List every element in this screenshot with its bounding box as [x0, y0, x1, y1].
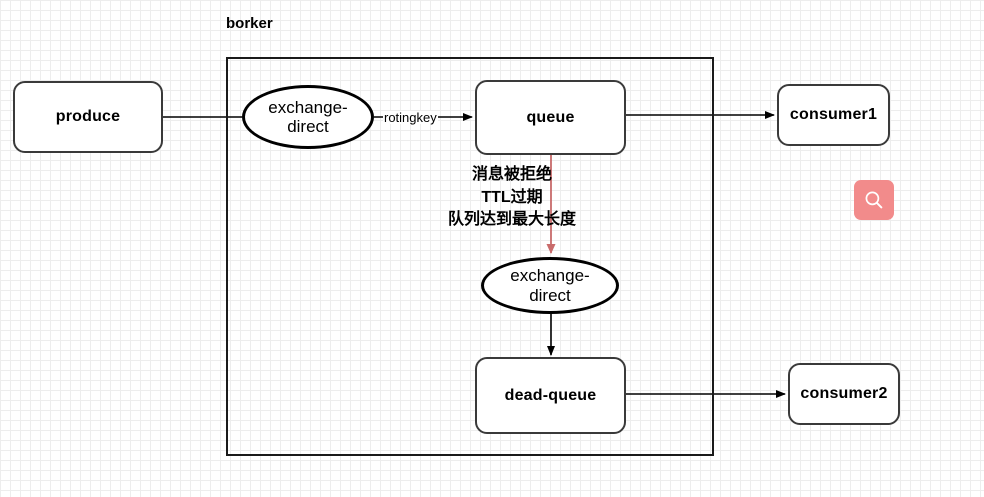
- node-dead-queue-label: dead-queue: [504, 386, 597, 404]
- node-exchange-direct-label: exchange- direct: [268, 97, 348, 136]
- note-line-1: 消息被拒绝: [471, 166, 552, 183]
- dead-letter-reason-note: 消息被拒绝 TTL过期 队列达到最大长度: [412, 164, 612, 232]
- search-button[interactable]: [854, 180, 894, 220]
- search-icon: [865, 191, 883, 209]
- node-dead-exchange-label: exchange- direct: [510, 266, 590, 305]
- node-consumer1[interactable]: consumer1: [777, 84, 890, 146]
- node-dead-queue[interactable]: dead-queue: [475, 357, 626, 434]
- node-produce[interactable]: produce: [13, 81, 163, 153]
- node-consumer2[interactable]: consumer2: [788, 363, 900, 425]
- node-dead-exchange[interactable]: exchange- direct: [481, 257, 619, 314]
- node-consumer2-label: consumer2: [800, 385, 888, 402]
- container-borker: [226, 57, 714, 456]
- node-produce-label: produce: [55, 108, 121, 125]
- node-queue[interactable]: queue: [475, 80, 626, 155]
- node-exchange-direct[interactable]: exchange- direct: [242, 85, 374, 149]
- node-queue-label: queue: [526, 108, 575, 126]
- node-consumer1-label: consumer1: [789, 106, 878, 123]
- container-title-borker: borker: [226, 15, 273, 32]
- note-line-3: 队列达到最大长度: [447, 211, 576, 229]
- edge-label-rotingkey: rotingkey: [383, 110, 438, 125]
- note-line-2: TTL过期: [481, 188, 543, 206]
